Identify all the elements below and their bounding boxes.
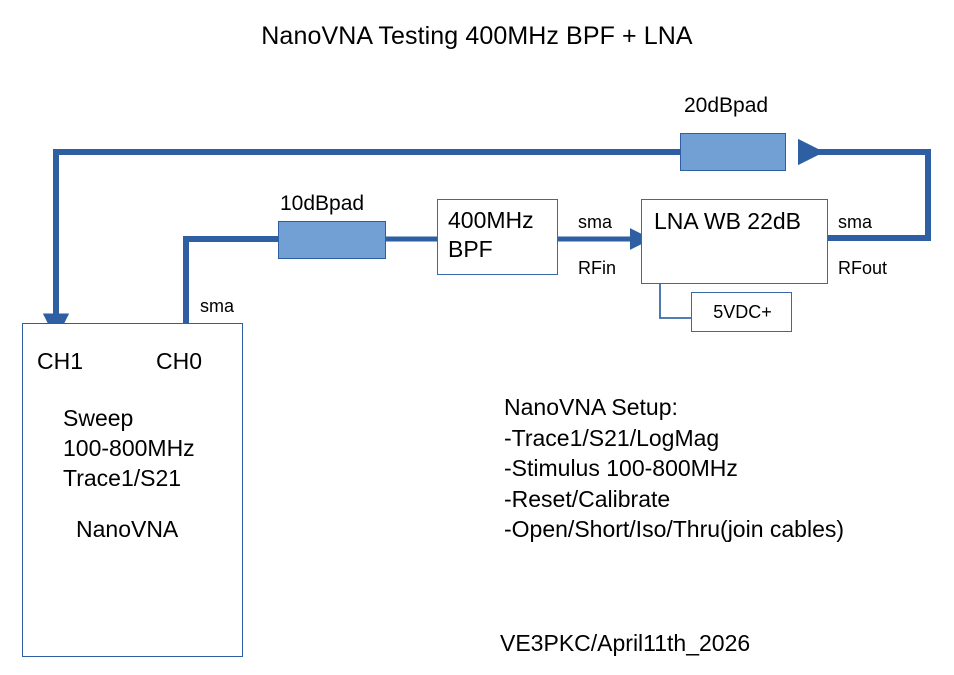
- vna-port-ch0: CH0: [156, 348, 203, 374]
- block-lna[interactable]: LNA WB 22dB: [641, 199, 828, 284]
- wire-lna-to-psu: [659, 284, 691, 319]
- setup-note-item: -Open/Short/Iso/Thru(join cables): [504, 516, 845, 543]
- setup-notes: NanoVNA Setup: -Trace1/S21/LogMag -Stimu…: [504, 392, 844, 545]
- vna-sweep-label: Sweep: [63, 405, 134, 431]
- block-power-supply[interactable]: 5VDC+: [691, 292, 792, 332]
- label-10dbpad: 10dBpad: [280, 192, 365, 215]
- vna-sweep-range: 100-800MHz: [63, 435, 195, 461]
- label-ch0-sma: sma: [200, 296, 235, 316]
- bpf-line-2: BPF: [448, 236, 493, 262]
- setup-note-item: -Stimulus 100-800MHz: [504, 455, 738, 482]
- label-20dbpad: 20dBpad: [684, 94, 769, 117]
- vna-trace-config: Trace1/S21: [63, 465, 182, 491]
- block-10dbpad[interactable]: [278, 221, 386, 259]
- signature: VE3PKC/April11th_2026: [500, 630, 751, 656]
- label-lna-in-port: RFin: [578, 258, 617, 278]
- setup-note-item: -Reset/Calibrate: [504, 485, 671, 512]
- label-lna-out-port: RFout: [838, 258, 888, 278]
- label-lna-out-sma: sma: [838, 212, 873, 232]
- bpf-line-1: 400MHz: [448, 207, 534, 233]
- block-20dbpad[interactable]: [680, 133, 786, 171]
- block-nanovna[interactable]: CH1 CH0 Sweep 100-800MHz Trace1/S21 Nano…: [22, 323, 243, 657]
- setup-note-item: -Trace1/S21/LogMag: [504, 424, 720, 451]
- block-bpf[interactable]: 400MHz BPF: [437, 199, 558, 275]
- page-title: NanoVNA Testing 400MHz BPF + LNA: [261, 22, 693, 50]
- label-lna-in-sma: sma: [578, 212, 613, 232]
- vna-device-name: NanoVNA: [76, 516, 179, 542]
- vna-port-ch1: CH1: [37, 348, 84, 374]
- setup-notes-heading: NanoVNA Setup:: [504, 394, 678, 420]
- power-supply-label: 5VDC+: [713, 302, 772, 322]
- lna-label: LNA WB 22dB: [654, 208, 802, 234]
